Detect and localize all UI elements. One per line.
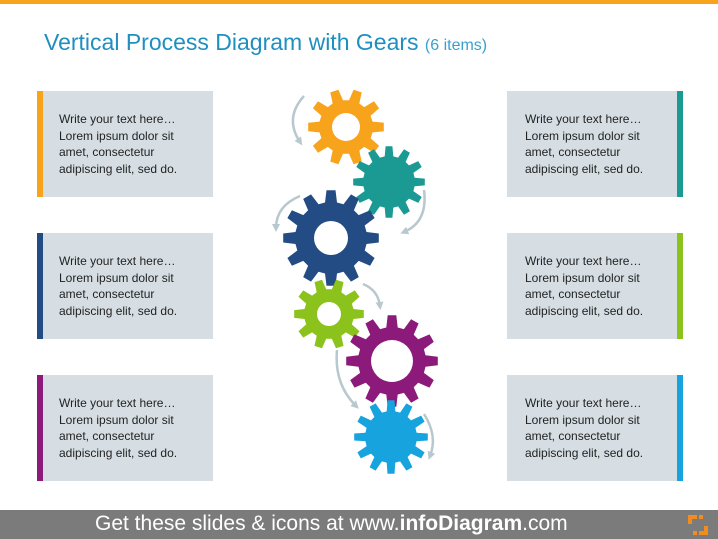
card-line: adipiscing elit, sed do. bbox=[59, 161, 178, 176]
footer-banner[interactable]: Get these slides & icons at www.infoDiag… bbox=[0, 510, 718, 539]
text-card-left-1[interactable]: Write your text here… Lorem ipsum dolor … bbox=[37, 91, 213, 197]
gear-teal-icon bbox=[353, 146, 425, 218]
curved-arrow-icon bbox=[335, 349, 359, 409]
text-card-right-1[interactable]: Write your text here… Lorem ipsum dolor … bbox=[507, 91, 683, 197]
text-card-right-2[interactable]: Write your text here… Lorem ipsum dolor … bbox=[507, 233, 683, 339]
card-accent-bar bbox=[37, 233, 43, 339]
card-accent-bar bbox=[37, 375, 43, 481]
card-line: Lorem ipsum dolor sit bbox=[525, 270, 640, 285]
title-main: Vertical Process Diagram with Gears bbox=[44, 29, 419, 55]
card-line: adipiscing elit, sed do. bbox=[525, 303, 644, 318]
card-line: Write your text here… bbox=[525, 396, 642, 410]
text-card-left-3[interactable]: Write your text here… Lorem ipsum dolor … bbox=[37, 375, 213, 481]
card-line: Write your text here… bbox=[525, 112, 642, 126]
text-card-left-2[interactable]: Write your text here… Lorem ipsum dolor … bbox=[37, 233, 213, 339]
card-line: amet, consectetur bbox=[59, 287, 155, 301]
top-accent-bar bbox=[0, 0, 718, 4]
card-line: Write your text here… bbox=[59, 396, 176, 410]
curved-arrow-icon bbox=[291, 95, 305, 146]
gear-blue-icon bbox=[354, 400, 428, 474]
card-line: Lorem ipsum dolor sit bbox=[525, 128, 640, 143]
curved-arrow-icon bbox=[272, 194, 301, 232]
gears-group bbox=[283, 89, 438, 474]
footer-suffix: .com bbox=[522, 512, 568, 535]
card-line: adipiscing elit, sed do. bbox=[525, 161, 644, 176]
gear-navy-icon bbox=[283, 190, 379, 286]
card-line: Write your text here… bbox=[525, 254, 642, 268]
gear-process-diagram bbox=[272, 89, 438, 474]
card-line: Write your text here… bbox=[59, 112, 176, 126]
card-line: Lorem ipsum dolor sit bbox=[59, 412, 174, 427]
gear-green-icon bbox=[294, 279, 364, 349]
card-line: Lorem ipsum dolor sit bbox=[525, 412, 640, 427]
card-line: amet, consectetur bbox=[59, 429, 155, 443]
card-accent-bar bbox=[677, 233, 683, 339]
title-item-count: (6 items) bbox=[424, 37, 488, 54]
footer-text: Get these slides & icons at www.infoDiag… bbox=[95, 512, 568, 536]
card-accent-bar bbox=[37, 91, 43, 197]
footer-prefix: Get these slides & icons at www. bbox=[95, 512, 400, 535]
card-line: Write your text here… bbox=[59, 254, 176, 268]
card-accent-bar bbox=[677, 91, 683, 197]
process-arrows bbox=[272, 95, 436, 460]
gear-purple-icon bbox=[346, 315, 438, 407]
card-line: Lorem ipsum dolor sit bbox=[59, 128, 174, 143]
gear-orange-icon bbox=[308, 89, 384, 165]
infodiagram-logo-icon bbox=[688, 515, 708, 535]
card-line: adipiscing elit, sed do. bbox=[59, 303, 178, 318]
card-line: adipiscing elit, sed do. bbox=[59, 445, 178, 460]
card-line: Lorem ipsum dolor sit bbox=[59, 270, 174, 285]
curved-arrow-icon bbox=[422, 413, 436, 460]
card-line: amet, consectetur bbox=[525, 429, 621, 443]
page-title: Vertical Process Diagram with Gears (6 i… bbox=[44, 29, 487, 56]
card-accent-bar bbox=[677, 375, 683, 481]
card-line: amet, consectetur bbox=[525, 145, 621, 159]
text-card-right-3[interactable]: Write your text here… Lorem ipsum dolor … bbox=[507, 375, 683, 481]
card-line: amet, consectetur bbox=[59, 145, 155, 159]
card-line: amet, consectetur bbox=[525, 287, 621, 301]
card-line: adipiscing elit, sed do. bbox=[525, 445, 644, 460]
curved-arrow-icon bbox=[362, 282, 384, 310]
footer-brand: infoDiagram bbox=[399, 512, 523, 535]
curved-arrow-icon bbox=[400, 189, 426, 235]
